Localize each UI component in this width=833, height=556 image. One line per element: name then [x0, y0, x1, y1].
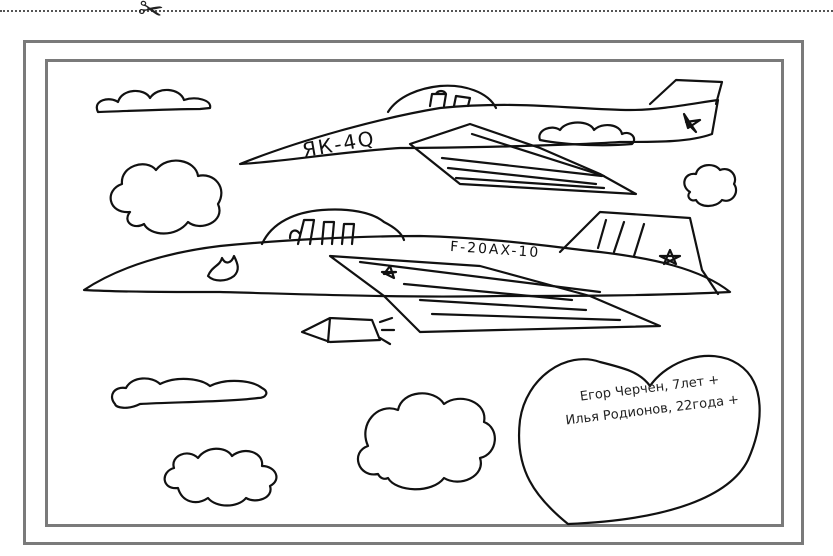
cloud-1: [95, 88, 212, 114]
plane-bottom-wing: [328, 254, 662, 334]
cloud-2: [109, 159, 223, 235]
cloud-4: [683, 164, 738, 208]
outer-frame: [23, 40, 804, 545]
plane-bottom-fuselage: [82, 234, 732, 298]
plane-bottom-star: [380, 264, 398, 280]
cloud-5: [110, 377, 268, 409]
inner-frame: [45, 59, 784, 527]
plane-bottom-wing-stripes: [358, 260, 622, 322]
rocket-shape: [300, 316, 382, 344]
cloud-3: [538, 121, 636, 147]
plane-top-canopy: [386, 84, 498, 114]
rocket-exhaust: [378, 316, 396, 346]
plane-bottom-canopy: [260, 208, 406, 246]
flame-shape: [206, 254, 239, 282]
cloud-6: [357, 392, 496, 491]
plane-bottom-tail-stripes: [596, 218, 646, 258]
cloud-7: [163, 447, 278, 507]
plane-top-tail-star: [682, 112, 702, 134]
plane-bottom-tail: [558, 210, 720, 296]
plane-top-wing-stripes: [440, 132, 606, 190]
cut-line: [0, 10, 833, 12]
heart-shape: [517, 354, 761, 526]
plane-top-tail: [648, 78, 724, 106]
plane-top-canopy-frame: [428, 89, 472, 108]
plane-bottom-canopy-frame: [288, 218, 356, 246]
plane-bottom-tail-star: [658, 248, 682, 266]
